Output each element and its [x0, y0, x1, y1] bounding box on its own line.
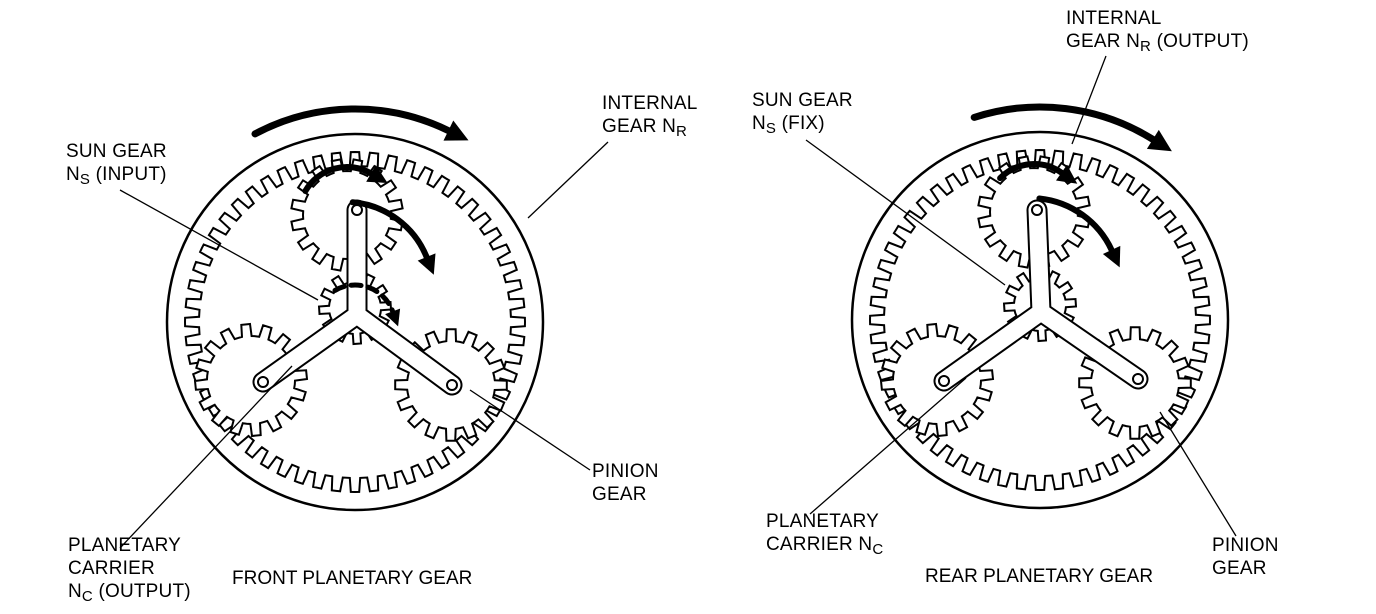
rear-pinion-gear-label: PINION GEAR [1212, 535, 1279, 579]
planetary-carrier-pin-2 [446, 379, 458, 391]
rear-planetary-gearset [850, 103, 1230, 510]
rotation-arrow-1 [997, 161, 1065, 182]
rotation-arrow-3-head [385, 308, 401, 327]
planetary-carrier-pin-2 [1132, 373, 1144, 385]
planetary-carrier-pin-0 [351, 204, 363, 216]
leader-rear-internal [1071, 55, 1107, 145]
leader-front-internal [527, 141, 609, 219]
front-planetary-gear-caption: FRONT PLANETARY GEAR [232, 568, 473, 589]
planetary-carrier-fill [254, 201, 461, 394]
rear-planetary-carrier-label: PLANETARY CARRIER NC [766, 511, 884, 558]
front-pinion-gear-label: PINION GEAR [592, 461, 659, 505]
rotation-arrow-2-head [1102, 245, 1121, 268]
planetary-carrier-pin-1 [257, 376, 269, 388]
rotation-arrow-1 [302, 163, 374, 194]
front-sun-gear-label: SUN GEAR NS (INPUT) [66, 141, 167, 188]
rear-planetary-gear-caption: REAR PLANETARY GEAR [925, 566, 1154, 587]
front-planetary-carrier-label: PLANETARY CARRIER NC (OUTPUT) [68, 535, 191, 605]
rotation-arrow-1-head [1056, 164, 1078, 184]
leader-rear-carrier [809, 377, 967, 515]
planetary-carrier [252, 199, 463, 396]
internal-ring-gear [183, 150, 527, 494]
rotation-arrow-0-head [443, 120, 469, 141]
rear-internal-gear-label: INTERNAL GEAR NR (OUTPUT) [1066, 8, 1249, 55]
leader-front-pinion [469, 389, 591, 471]
rotation-arrow-2 [349, 199, 430, 260]
rotation-arrow-0-head [1146, 129, 1172, 152]
leader-front-sun [119, 189, 319, 301]
leader-front-carrier [119, 365, 293, 549]
planetary-carrier-pin-0 [1031, 204, 1043, 216]
planetary-carrier [933, 199, 1149, 392]
planetary-carrier-fill [935, 201, 1147, 390]
pinion-gear-1 [193, 322, 309, 438]
rotation-arrow-0 [251, 105, 452, 138]
rotation-arrow-2 [1036, 195, 1115, 253]
front-planetary-gearset [165, 105, 545, 512]
rotation-arrow-2-head [417, 253, 436, 275]
front-internal-gear-label: INTERNAL GEAR NR [602, 93, 698, 140]
internal-ring-gear [868, 148, 1212, 492]
rotation-arrow-3 [332, 282, 396, 314]
leader-rear-sun [805, 139, 1006, 286]
housing-circle [850, 130, 1230, 510]
rear-sun-gear-label: SUN GEAR NS (FIX) [752, 90, 853, 137]
rotation-arrow-1-head [366, 165, 388, 183]
leader-lines [119, 55, 1237, 549]
rotation-arrow-0 [970, 103, 1157, 143]
housing-circle [165, 132, 545, 512]
leader-rear-pinion [1159, 411, 1237, 537]
planetary-carrier-pin-1 [938, 375, 950, 387]
